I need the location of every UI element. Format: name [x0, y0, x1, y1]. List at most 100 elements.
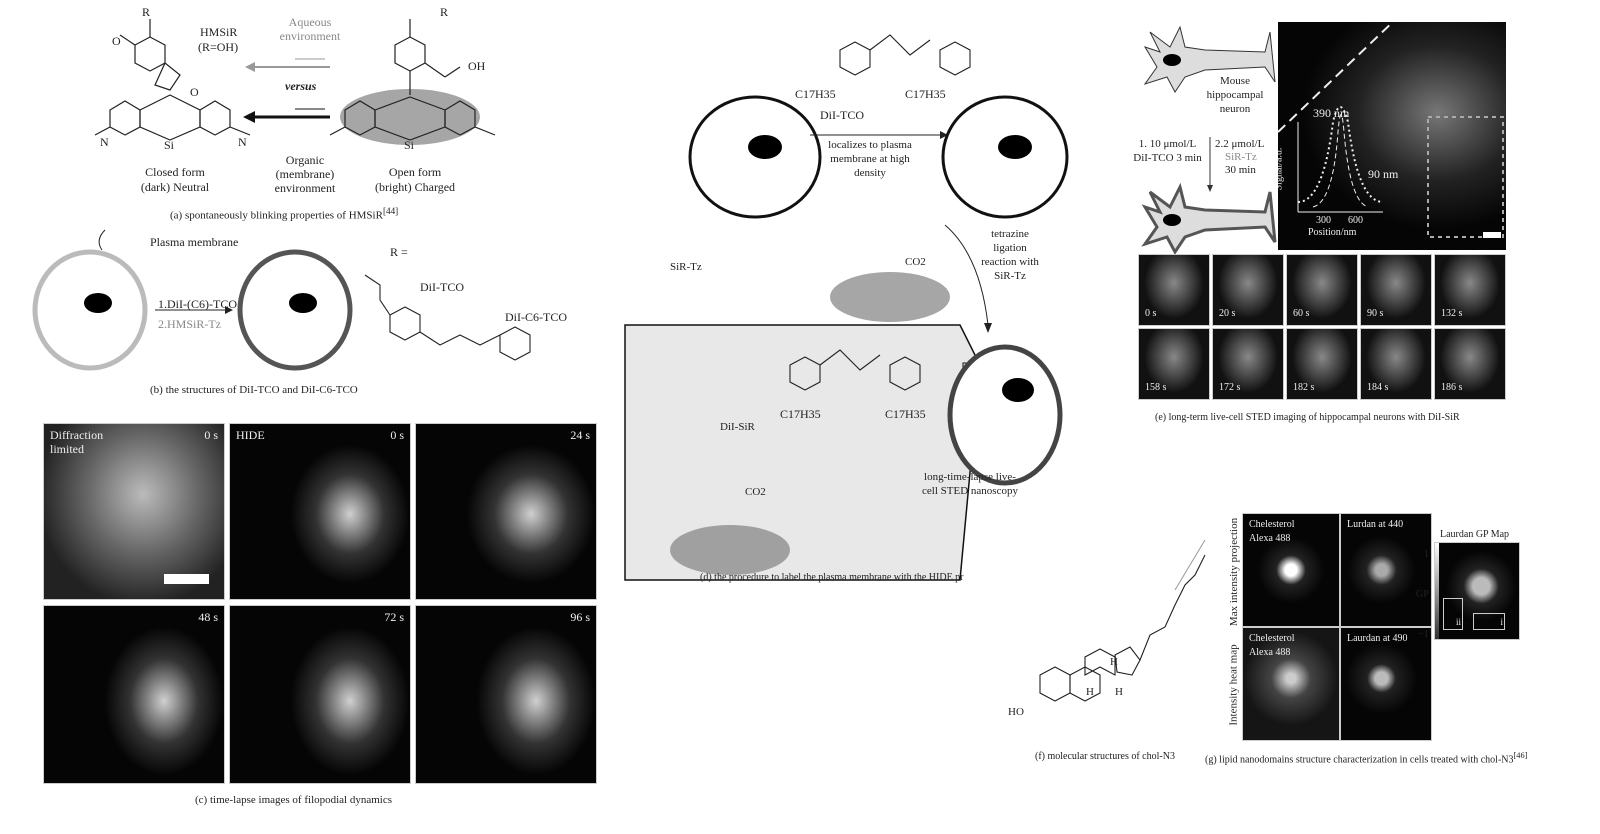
c17h35-label: C17H35 [795, 87, 836, 101]
frame-time: 186 s [1441, 382, 1463, 393]
versus-label: versus [285, 79, 317, 93]
frame-label: HIDE [236, 428, 265, 442]
frame-time: 182 s [1293, 382, 1315, 393]
caption-a-text: (a) spontaneously blinking properties of… [170, 209, 383, 222]
frame-time: 0 s [204, 428, 218, 442]
frame-label: Diffraction limited [50, 428, 104, 456]
panel-a: R O HMSiR (R=OH) O Si N N Aqueous enviro… [90, 5, 510, 225]
open-form-label: Open form [388, 165, 442, 179]
h-label: H [1110, 656, 1118, 668]
frame-time: 0 s [1145, 308, 1157, 319]
xtick-600: 600 [1348, 215, 1363, 226]
frame-48s: 48 s [43, 605, 225, 784]
row2-label: Intensity heat map [1227, 644, 1240, 726]
gp-axis-label: GP [1416, 589, 1429, 600]
chol-heatmap-image: Chelesterol Alexa 488 [1242, 627, 1340, 741]
open-desc: (bright) Charged [374, 180, 456, 194]
tetrazine-label: tetrazine ligation reaction with SiR-Tz [981, 228, 1039, 282]
sted-label: long-time-lapse live-cell STED nanoscopy [922, 471, 1018, 497]
timelapse-frame: 158 s [1138, 328, 1210, 400]
timelapse-frame: 182 s [1286, 328, 1358, 400]
dil-c6-tco-label: DiI-C6-TCO [505, 310, 567, 324]
sted-overview-image: 390 nm 90 nm Signal/a.u. 300 600 Positio… [1278, 22, 1506, 250]
frame-time: 90 s [1367, 308, 1384, 319]
caption-g-text: (g) lipid nanodomains structure characte… [1205, 754, 1514, 766]
hmsir-label: HMSiR [200, 25, 238, 39]
frame-24s: 24 s [415, 423, 597, 600]
frame-time: 96 s [570, 610, 590, 624]
frame-time: 24 s [570, 428, 590, 442]
caption-g: (g) lipid nanodomains structure characte… [1205, 751, 1527, 765]
si-label-open: Si [404, 138, 415, 152]
o-label-2: O [190, 85, 199, 99]
r-eq-label: R = [390, 245, 408, 259]
aqueous-label: Aqueous environment [279, 15, 341, 43]
gp-map-title: Laurdan GP Map [1440, 529, 1510, 540]
panel-b: Plasma membrane 1.DiI-(C6)-TCO 2.HMSiR-T… [20, 229, 567, 385]
caption-f: (f) molecular structures of chol-N3 [1035, 751, 1175, 762]
n-label-2: N [238, 135, 247, 149]
h-label-2: H [1086, 686, 1094, 698]
timelapse-frame: 20 s [1212, 254, 1284, 326]
timelapse-grid: 0 s 20 s 60 s 90 s 132 s 158 s 172 s 182… [1138, 254, 1508, 400]
image-label: Lurdan at 440 [1347, 519, 1404, 530]
roi-label: i [1500, 617, 1503, 627]
frame-diffraction-limited: Diffraction limited 0 s [43, 423, 225, 600]
closed-form-label: Closed form [145, 165, 205, 179]
gp-max: 1 [1424, 549, 1429, 560]
frame-72s: 72 s [229, 605, 411, 784]
si-label: Si [164, 138, 175, 152]
frame-time: 172 s [1219, 382, 1241, 393]
timelapse-frame: 90 s [1360, 254, 1432, 326]
gp-colorbar [1435, 543, 1439, 639]
step1-label: 1.DiI-(C6)-TCO [158, 297, 237, 311]
step1-label: 1. 10 μmol/L DiI-TCO 3 min [1133, 138, 1202, 164]
panel-e: Mouse hippocampal neuron 1. 10 μmol/L Di… [1133, 22, 1510, 402]
oh-label: OH [468, 59, 486, 73]
dil-tco-label: DiI-TCO [420, 280, 464, 294]
frame-time: 0 s [390, 428, 404, 442]
localizes-label: localizes to plasma membrane at high den… [828, 139, 912, 179]
labeling-scheme [32, 229, 531, 371]
frame-time: 72 s [384, 610, 404, 624]
sir-tz-label: SiR-Tz [670, 261, 702, 273]
chol-mip-image: Chelesterol Alexa 488 [1242, 513, 1340, 627]
image-label: Chelesterol Alexa 488 [1249, 633, 1295, 658]
profile-ylabel: Signal/a.u. [1278, 147, 1285, 191]
closed-desc: (dark) Neutral [140, 180, 210, 194]
caption-a-ref: [44] [382, 206, 399, 216]
c17h35-label-4: C17H35 [885, 407, 926, 421]
dil-tco-arrow-label: DiI-TCO [820, 108, 864, 122]
gp-min: −1 [1418, 629, 1429, 640]
caption-e: (e) long-term live-cell STED imaging of … [1155, 412, 1460, 423]
r-label-open: R [440, 5, 449, 19]
timelapse-frame: 60 s [1286, 254, 1358, 326]
image-label: Laurdan at 490 [1347, 633, 1408, 644]
roi-ii: ii [1443, 598, 1463, 630]
hmsir-sub: (R=OH) [198, 40, 239, 54]
timelapse-frame: 186 s [1434, 328, 1506, 400]
line-profile-plot [1278, 22, 1504, 238]
co2-label: CO2 [905, 256, 926, 268]
profile-xlabel: Position/nm [1308, 227, 1357, 238]
image-label: Chelesterol Alexa 488 [1249, 519, 1295, 544]
panel-c: Diffraction limited 0 s HIDE 0 s 24 s 48… [43, 423, 597, 784]
step2-time: 30 min [1225, 164, 1256, 176]
neuron-label: Mouse hippocampal neuron [1206, 75, 1264, 115]
caption-c: (c) time-lapse images of filopodial dyna… [195, 794, 393, 806]
caption-d: (d) the procedure to label the plasma me… [700, 572, 964, 583]
n-label: N [100, 135, 109, 149]
c17h35-label-2: C17H35 [905, 87, 946, 101]
timelapse-frame: 172 s [1212, 328, 1284, 400]
scale-bar [164, 574, 209, 584]
timelapse-frame: 132 s [1434, 254, 1506, 326]
fwhm-390: 390 nm [1313, 106, 1350, 120]
xtick-300: 300 [1316, 215, 1331, 226]
caption-g-ref: [46] [1513, 751, 1528, 760]
h-label-3: H [1115, 686, 1123, 698]
r-label: R [142, 5, 151, 19]
hide-procedure-diagram [624, 34, 1069, 581]
step2-conc: 2.2 μmol/L [1215, 138, 1265, 150]
co2-label-2: CO2 [745, 486, 766, 498]
